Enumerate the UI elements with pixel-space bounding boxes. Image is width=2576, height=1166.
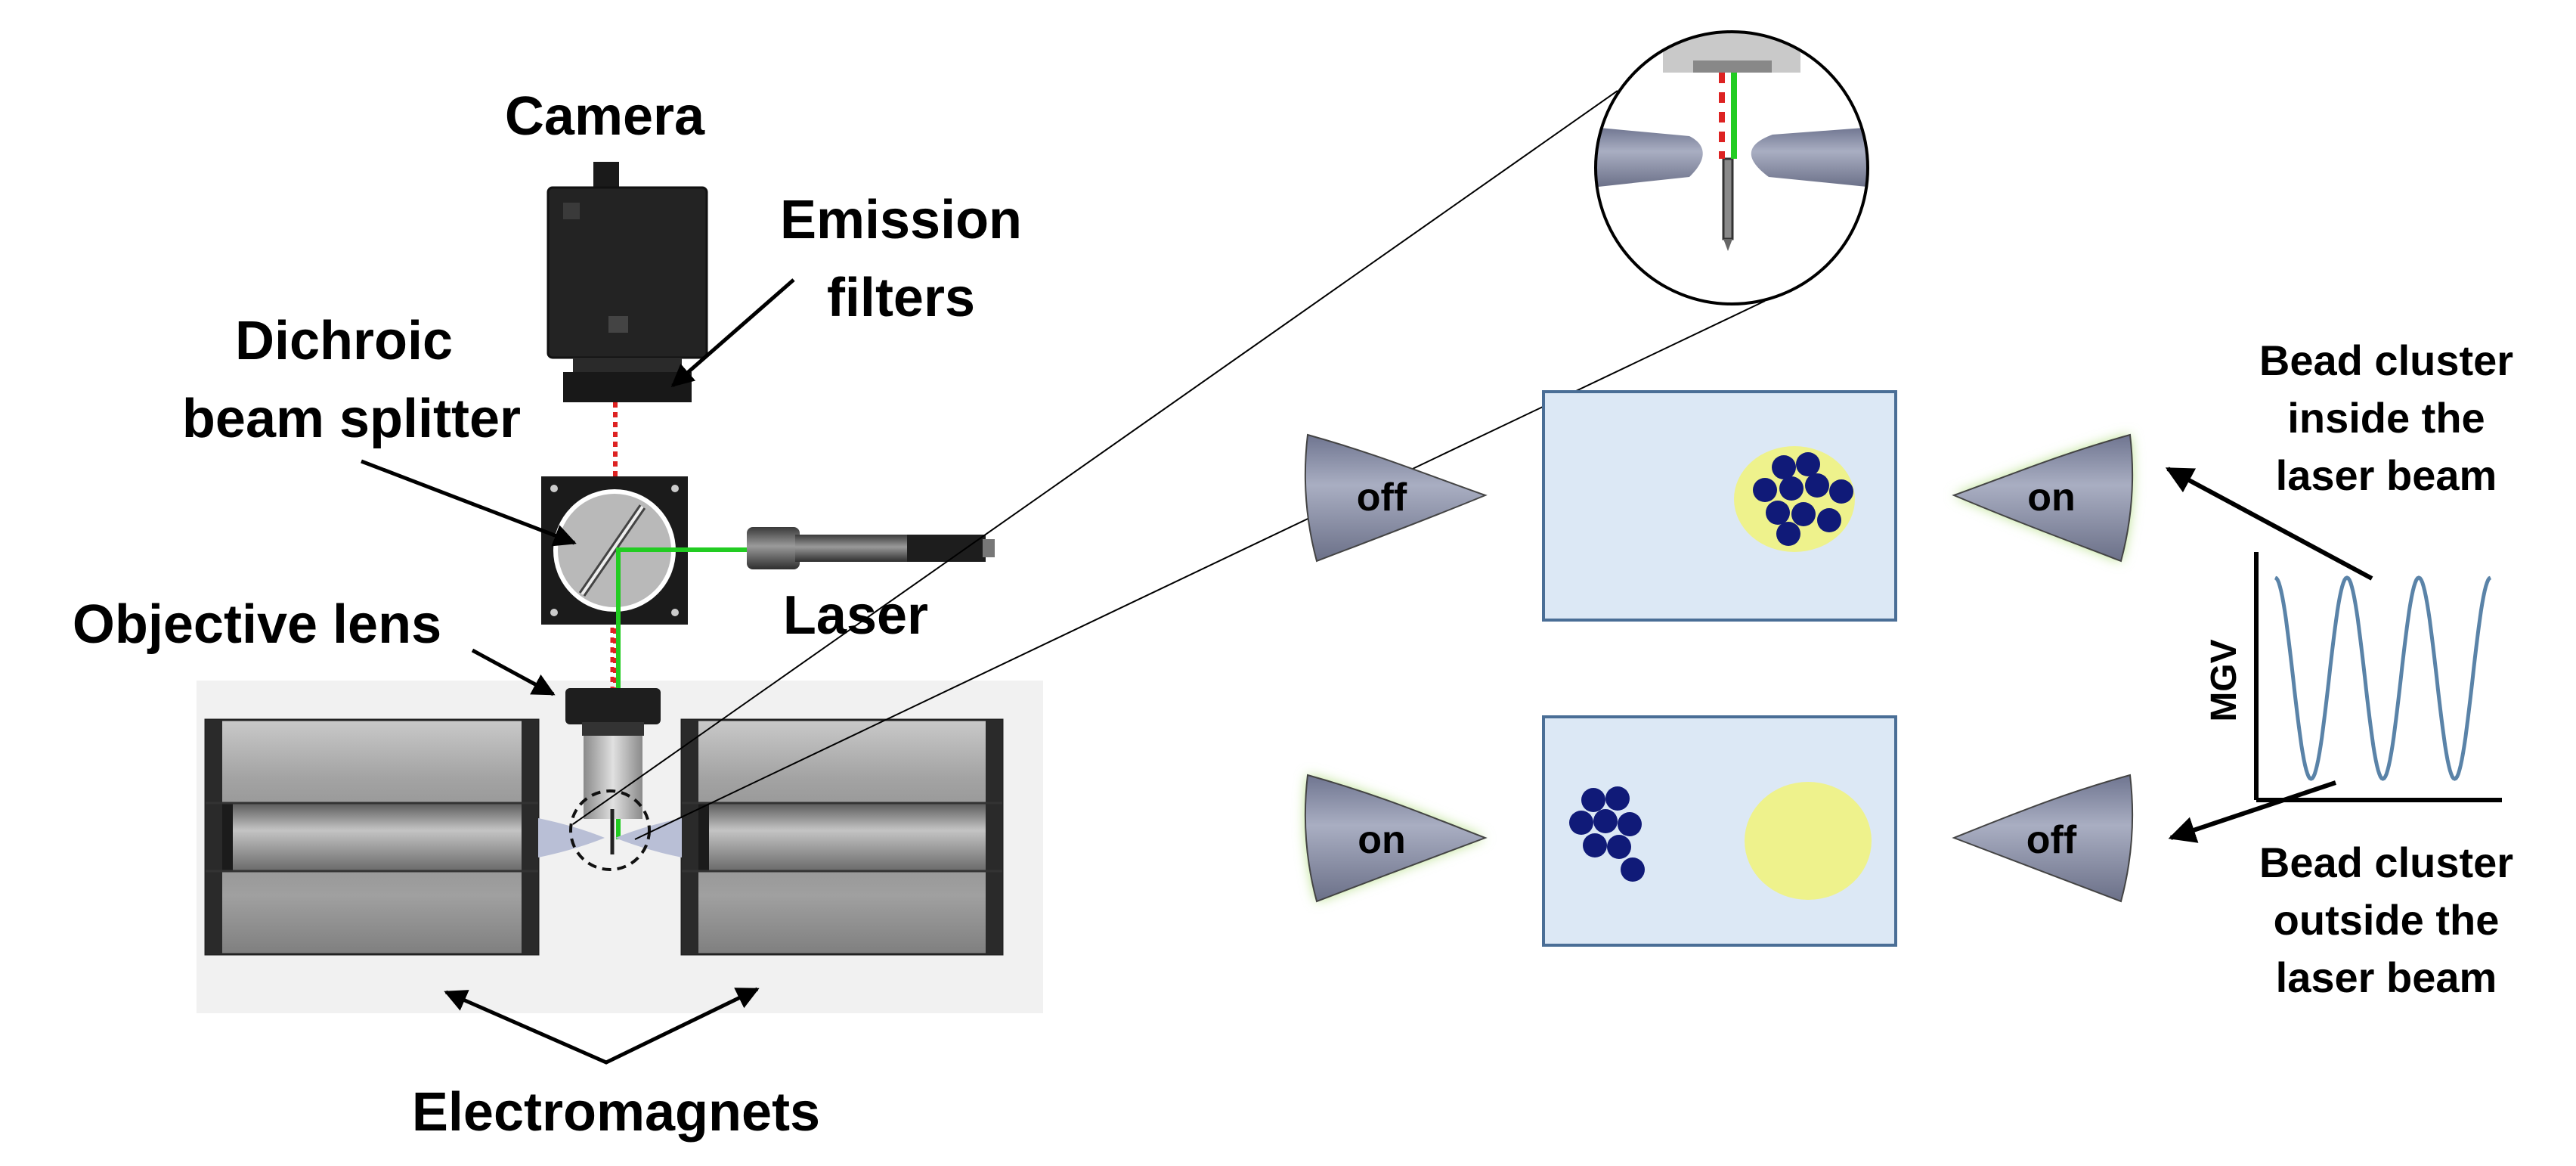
top-left-pole xyxy=(1304,433,1488,563)
outside-annotation-line1: Bead cluster xyxy=(2259,839,2513,886)
bottom-right-pole xyxy=(1952,774,2134,903)
plot-y-label: MGV xyxy=(2204,639,2244,721)
magnified-region-marker xyxy=(569,789,651,871)
top-right-pole xyxy=(1952,433,2134,563)
emission-filters-label-line1: Emission xyxy=(780,190,1022,250)
laser-label: Laser xyxy=(783,585,928,646)
scenario-bottom: on off xyxy=(1304,715,2134,947)
magnified-inset xyxy=(1594,30,1869,305)
inside-annotation-line2: inside the xyxy=(2287,394,2485,442)
emission-filters-label-line2: filters xyxy=(827,268,975,328)
bottom-right-pole-state: off xyxy=(2026,818,2077,862)
laser-module xyxy=(747,527,995,569)
dichroic-label-line2: beam splitter xyxy=(182,389,521,449)
mgv-signal-trace xyxy=(2274,575,2492,781)
camera-label: Camera xyxy=(505,86,705,147)
outside-annotation-line2: outside the xyxy=(2274,896,2500,944)
right-electromagnet xyxy=(680,718,1004,956)
objective-lens-label: Objective lens xyxy=(73,594,441,655)
outside-annotation-line3: laser beam xyxy=(2276,954,2497,1001)
label-arrows xyxy=(361,278,795,1065)
top-right-pole-state: on xyxy=(2027,476,2076,519)
apparatus xyxy=(197,90,1766,1013)
objective-lens xyxy=(565,688,661,819)
dichroic-label-line1: Dichroic xyxy=(235,311,453,371)
left-pole-tip xyxy=(538,818,605,857)
camera xyxy=(546,162,708,402)
zoom-line-upper xyxy=(572,90,1618,825)
electromagnets-label: Electromagnets xyxy=(412,1082,820,1143)
scenario-top: off on xyxy=(1304,390,2134,622)
bottom-fluorescent-spot xyxy=(1745,782,1872,900)
inside-annotation-line3: laser beam xyxy=(2276,451,2497,499)
bottom-bead-cluster xyxy=(1569,786,1645,882)
top-bead-cluster xyxy=(1753,452,1853,546)
annotation-arrows xyxy=(2165,467,2373,843)
mgv-plot: MGV xyxy=(2204,552,2502,802)
bottom-left-pole-state: on xyxy=(1358,818,1406,862)
bottom-left-pole xyxy=(1304,774,1488,903)
left-electromagnet xyxy=(204,718,540,956)
inside-annotation-line1: Bead cluster xyxy=(2259,336,2513,384)
top-left-pole-state: off xyxy=(1357,476,1407,519)
